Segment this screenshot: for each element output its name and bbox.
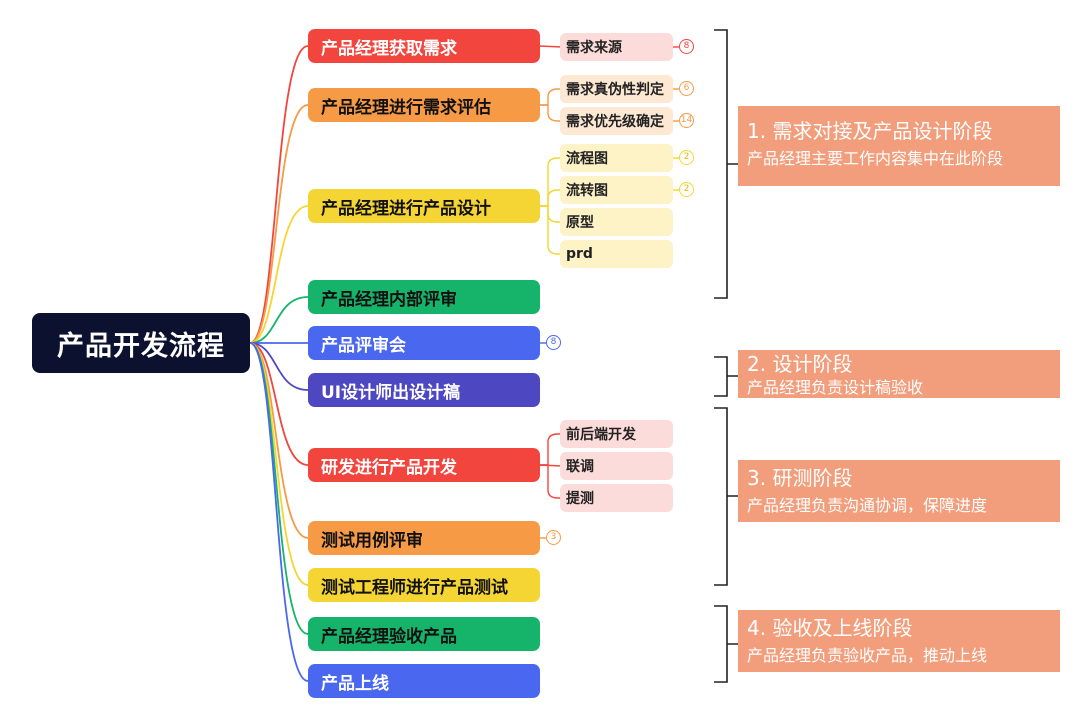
node-pm-requirement-evaluation[interactable]: 产品经理进行需求评估 — [308, 88, 540, 122]
node-pm-internal-review[interactable]: 产品经理内部评审 — [308, 280, 540, 314]
leaf-connector — [540, 464, 562, 499]
stage-desc: 产品经理负责沟通协调，保障进度 — [747, 496, 988, 515]
branch-connector — [249, 104, 309, 344]
branch-connector — [249, 205, 309, 344]
leaf-connector — [540, 104, 562, 122]
leaf-connector — [540, 189, 562, 207]
branch-connector — [249, 45, 309, 344]
leaf-connector — [540, 205, 562, 255]
count-badge[interactable]: 3 — [546, 530, 561, 545]
stage-box-3: 3. 研测阶段 产品经理负责沟通协调，保障进度 — [738, 460, 1060, 522]
phase-bracket — [714, 407, 738, 586]
stage-desc: 产品经理主要工作内容集中在此阶段 — [747, 149, 1004, 168]
count-badge[interactable]: 2 — [679, 150, 694, 165]
count-badge[interactable]: 14 — [679, 113, 694, 128]
node-qa-testing[interactable]: 测试工程师进行产品测试 — [308, 568, 540, 602]
leaf-submit-test[interactable]: 提测 — [560, 484, 673, 512]
leaf-flowchart[interactable]: 流程图 — [560, 144, 673, 172]
root-node-product-dev-process[interactable]: 产品开发流程 — [32, 313, 250, 373]
stage-title: 4. 验收及上线阶段 — [747, 616, 913, 640]
stage-desc: 产品经理负责设计稿验收 — [747, 378, 924, 397]
branch-connector — [249, 296, 309, 344]
node-pm-product-design[interactable]: 产品经理进行产品设计 — [308, 189, 540, 223]
node-pm-acceptance[interactable]: 产品经理验收产品 — [308, 617, 540, 651]
leaf-state-flow-diagram[interactable]: 流转图 — [560, 176, 673, 204]
branch-connector — [249, 342, 309, 466]
leaf-prd[interactable]: prd — [560, 240, 673, 268]
leaf-connector — [540, 157, 562, 207]
leaf-connector — [540, 88, 562, 106]
leaf-connector — [539, 45, 563, 48]
stage-box-2: 2. 设计阶段 产品经理负责设计稿验收 — [738, 350, 1060, 398]
node-rd-development[interactable]: 研发进行产品开发 — [308, 448, 540, 482]
leaf-integration[interactable]: 联调 — [560, 452, 673, 480]
count-badge[interactable]: 2 — [679, 182, 694, 197]
node-product-launch[interactable]: 产品上线 — [308, 664, 540, 698]
stage-desc: 产品经理负责验收产品，推动上线 — [747, 646, 988, 665]
stage-title: 2. 设计阶段 — [747, 352, 853, 376]
count-badge[interactable]: 8 — [546, 335, 561, 350]
phase-bracket — [714, 29, 738, 299]
node-test-case-review[interactable]: 测试用例评审 — [308, 521, 540, 555]
stage-box-4: 4. 验收及上线阶段 产品经理负责验收产品，推动上线 — [738, 610, 1060, 672]
stage-box-1: 1. 需求对接及产品设计阶段 产品经理主要工作内容集中在此阶段 — [738, 106, 1060, 186]
leaf-requirement-authenticity[interactable]: 需求真伪性判定 — [560, 75, 673, 103]
count-badge[interactable]: 8 — [679, 39, 694, 54]
leaf-connector — [540, 205, 562, 223]
branch-connector — [249, 342, 309, 391]
leaf-prototype[interactable]: 原型 — [560, 208, 673, 236]
branch-connector — [249, 342, 309, 682]
leaf-requirement-priority[interactable]: 需求优先级确定 — [560, 107, 673, 135]
count-badge[interactable]: 6 — [679, 81, 694, 96]
leaf-connector — [540, 433, 562, 466]
node-ui-design-draft[interactable]: UI设计师出设计稿 — [308, 373, 540, 407]
leaf-frontend-backend-dev[interactable]: 前后端开发 — [560, 420, 673, 448]
node-pm-get-requirements[interactable]: 产品经理获取需求 — [308, 29, 540, 63]
leaf-requirement-source[interactable]: 需求来源 — [560, 33, 673, 61]
phase-bracket — [714, 356, 738, 397]
node-product-review-meeting[interactable]: 产品评审会 — [308, 326, 540, 360]
phase-bracket — [714, 605, 738, 683]
stage-title: 3. 研测阶段 — [747, 466, 853, 490]
stage-title: 1. 需求对接及产品设计阶段 — [747, 119, 993, 143]
